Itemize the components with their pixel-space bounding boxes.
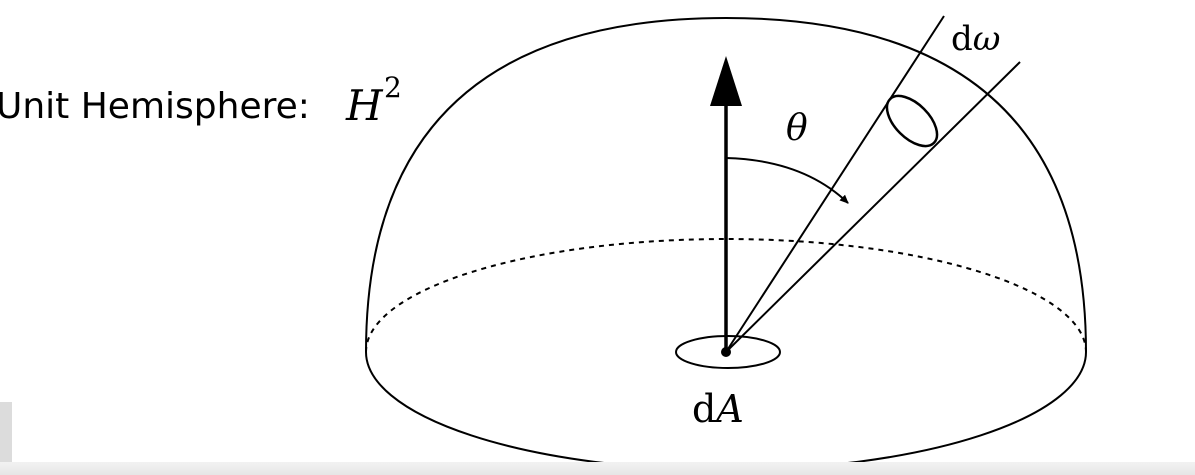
hemisphere-symbol: H <box>345 81 384 130</box>
hemisphere-exponent: 2 <box>384 71 402 104</box>
left-edge-tab <box>0 402 12 462</box>
hemisphere-dome <box>365 16 1087 353</box>
cone-line-right <box>725 61 1021 353</box>
dA-patch-ellipse <box>675 335 781 369</box>
dA-label-d: d <box>692 387 716 431</box>
bottom-bar <box>0 462 1195 475</box>
dA-label: dA <box>692 387 744 431</box>
domega-label: dω <box>951 19 1001 59</box>
normal-arrow-head <box>710 56 742 106</box>
domega-label-d: d <box>951 19 973 59</box>
cone-line-left <box>725 15 945 353</box>
hemisphere-label: Unit Hemisphere: <box>0 86 310 127</box>
dA-label-a: A <box>713 387 743 431</box>
theta-arc <box>725 157 849 204</box>
hemisphere-label-prefix: Unit Hemisphere: <box>0 86 310 127</box>
hemisphere-symbol-h: H <box>345 81 384 130</box>
base-ellipse-back <box>365 238 1087 353</box>
solid-angle-ellipse <box>885 94 939 148</box>
domega-label-omega: ω <box>973 19 1001 59</box>
theta-label: θ <box>786 108 808 149</box>
dA-center-point <box>721 347 731 357</box>
